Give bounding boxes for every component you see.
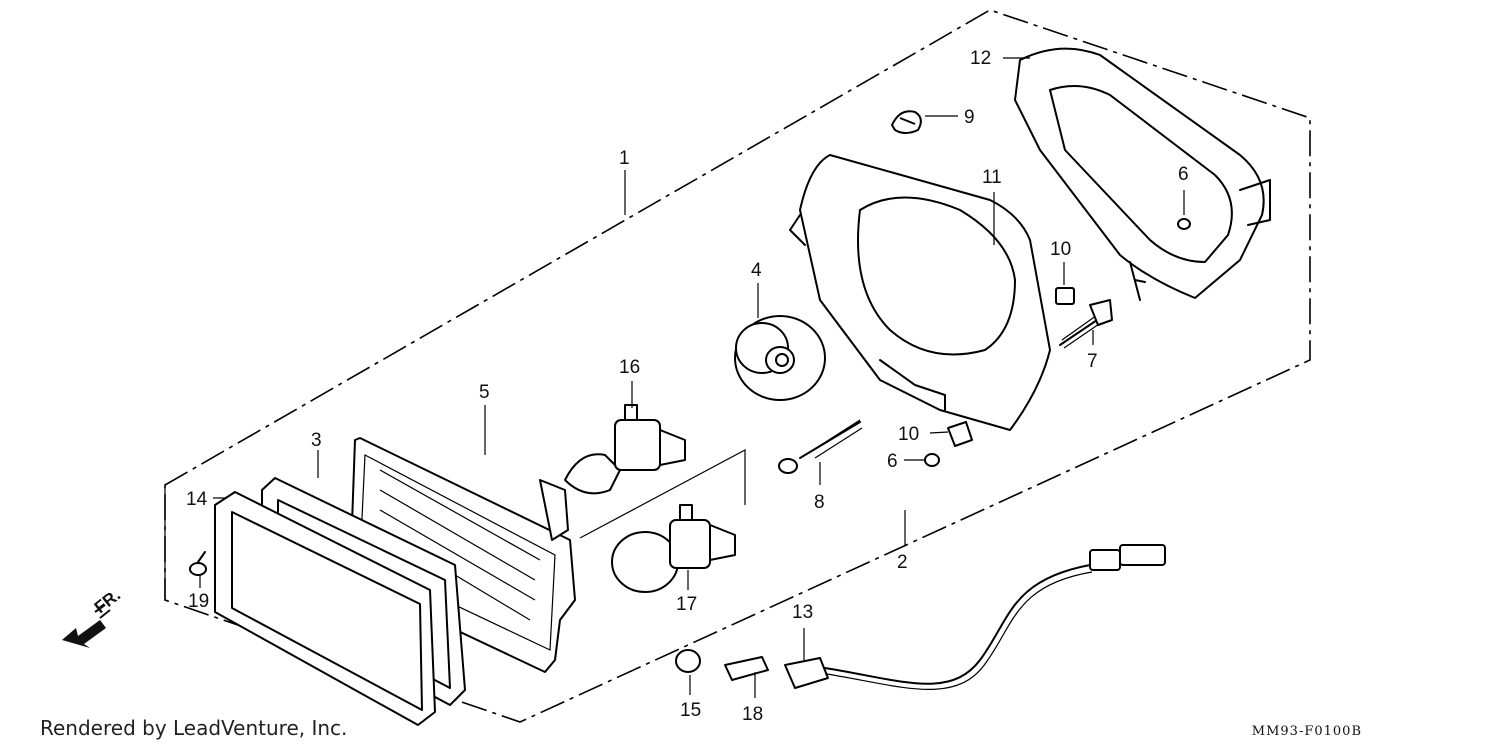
diagram-code: MM93-F0100B	[1251, 724, 1362, 739]
rim-seal-part	[214, 491, 436, 726]
callout-14: 14	[186, 489, 208, 510]
callout-3: 3	[311, 430, 322, 451]
bulb-17-part	[611, 504, 736, 593]
footer-credit: Rendered by LeadVenture, Inc.	[40, 716, 348, 740]
callout-17: 17	[676, 594, 697, 615]
callout-4: 4	[751, 260, 762, 281]
front-direction-arrow: FR.	[62, 585, 124, 648]
socket-wire-13-part	[784, 544, 1166, 690]
callout-6-lower: 6	[887, 451, 898, 472]
leader-lines	[199, 57, 1185, 698]
nut-10-upper-part	[1055, 287, 1075, 305]
bulb-18-part	[724, 656, 769, 681]
nut-10-lower-part	[947, 421, 973, 447]
callout-11: 11	[982, 167, 1002, 188]
adjusting-screw-7-part	[1059, 299, 1113, 349]
callout-10-upper: 10	[1050, 239, 1071, 260]
callout-10-lower: 10	[898, 424, 919, 445]
headlight-case-part	[789, 154, 1051, 431]
callout-16: 16	[619, 357, 640, 378]
callout-2: 2	[897, 552, 908, 573]
bulb-15-part	[675, 649, 701, 673]
callout-18: 18	[742, 704, 763, 725]
screw-19-part	[189, 551, 207, 576]
adjusting-screw-8-part	[778, 419, 863, 474]
callout-13: 13	[792, 602, 813, 623]
callout-1: 1	[619, 148, 630, 169]
bulb-set-bracket	[579, 449, 746, 539]
spring-9-part	[891, 110, 922, 134]
callout-19: 19	[188, 591, 209, 612]
callout-12: 12	[970, 48, 991, 69]
callout-15: 15	[680, 700, 701, 721]
grommet-6-lower-part	[924, 453, 940, 467]
callout-7: 7	[1087, 351, 1098, 372]
callout-9: 9	[964, 107, 975, 128]
mounting-frame-part	[1014, 47, 1271, 301]
callout-8: 8	[814, 492, 825, 513]
grommet-6-upper-part	[1177, 218, 1191, 230]
callout-5: 5	[479, 382, 490, 403]
socket-cover-part	[734, 315, 826, 401]
bulb-16-part	[564, 404, 686, 495]
callout-6-upper: 6	[1178, 164, 1189, 185]
